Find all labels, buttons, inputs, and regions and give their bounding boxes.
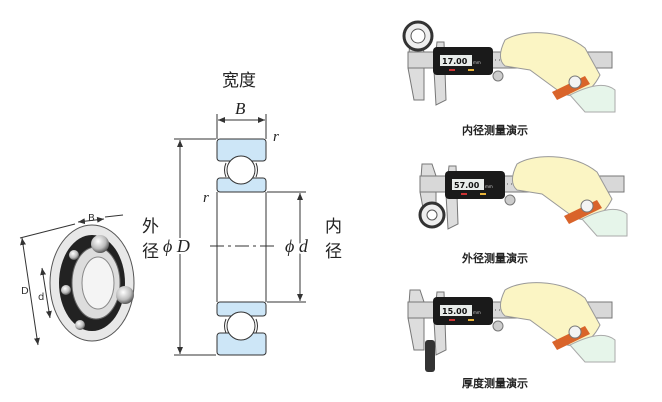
lcd-screen: [440, 55, 472, 66]
sleeve: [569, 84, 616, 113]
inner-symbol: ϕ d: [285, 236, 309, 256]
photo-d-outer-label: D: [21, 286, 29, 297]
lcd-unit: mm: [473, 310, 481, 315]
photo-d-inner-label: d: [38, 292, 44, 303]
outer-label-2: 径: [142, 242, 159, 262]
lcd-unit: mm: [485, 184, 493, 189]
outer-symbol: ϕ D: [163, 236, 190, 256]
lcd-reading: 15.00: [442, 307, 468, 316]
demo-caption: 内径测量演示: [462, 123, 528, 137]
lcd-reading: 17.00: [442, 57, 468, 66]
sleeve: [581, 208, 628, 237]
bearing-cross-section: 宽度 B r r 外 径 ϕ D ϕ d 内 径: [142, 71, 342, 356]
photo-b-label: B: [88, 213, 95, 224]
width-label: 宽度: [222, 71, 256, 91]
lcd-screen: [452, 179, 484, 190]
radius-symbol-left: r: [203, 190, 209, 206]
inner-label-1: 内: [325, 217, 342, 237]
lcd-screen: [440, 305, 472, 316]
caliper-demo-1: 17.00 mm: [402, 20, 616, 113]
lcd-reading: 57.00: [454, 181, 480, 190]
inner-label-2: 径: [325, 242, 342, 262]
demo-caption: 厚度测量演示: [462, 376, 528, 390]
watch-face: [580, 199, 594, 213]
caliper-demo-3: 15.00 mm: [407, 282, 616, 372]
watch-face: [568, 75, 582, 89]
bearing-photo: B D d: [19, 213, 135, 346]
lcd-unit: mm: [473, 60, 481, 65]
radius-symbol-top: r: [273, 129, 279, 145]
sleeve: [569, 334, 616, 363]
caliper-demo-2: 57.00 mm: [418, 156, 628, 237]
width-symbol: B: [235, 99, 246, 118]
watch-face: [568, 325, 582, 339]
caliper-demos: 17.00 mm 内径测量演示 57.00 mm 外径测量演示: [402, 20, 628, 390]
outer-label-1: 外: [142, 217, 159, 237]
demo-caption: 外径测量演示: [461, 251, 528, 265]
